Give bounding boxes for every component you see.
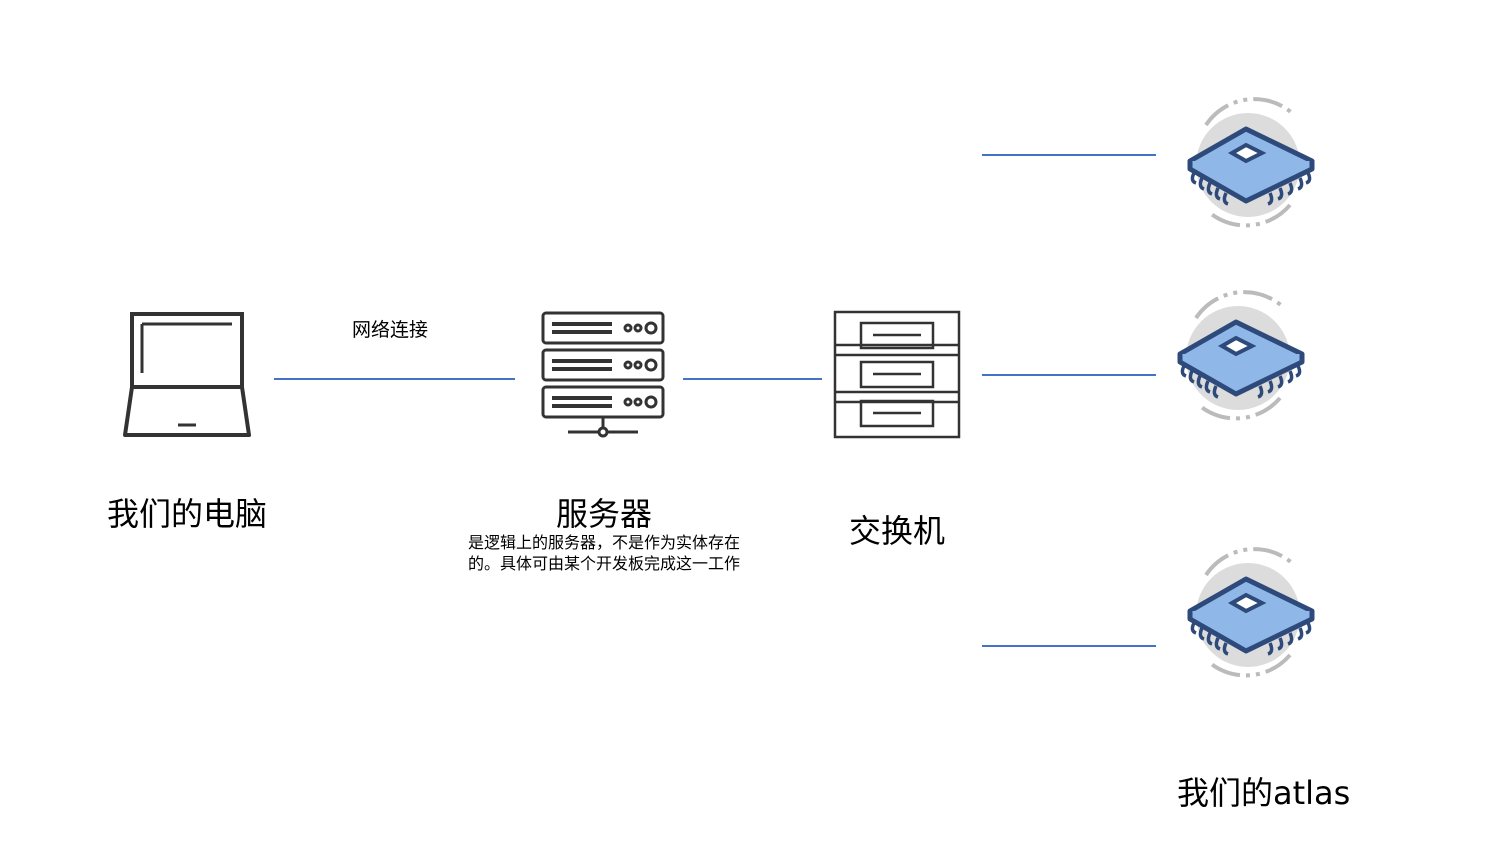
switch-icon [833, 310, 963, 440]
switch-label: 交换机 [849, 512, 946, 550]
laptop-icon [120, 311, 254, 439]
link-server-switch [683, 378, 822, 380]
chip-icon-1 [1180, 97, 1320, 235]
link-computer-server [274, 378, 515, 380]
chip-icon-3 [1180, 547, 1320, 685]
server-icon [540, 311, 668, 441]
link-switch-atlas-3 [982, 645, 1156, 647]
server-label: 服务器 [556, 495, 653, 533]
link-switch-atlas-1 [982, 154, 1156, 156]
chip-icon-2 [1170, 290, 1310, 428]
atlas-label: 我们的atlas [1177, 774, 1351, 812]
computer-label: 我们的电脑 [107, 495, 268, 533]
server-note: 是逻辑上的服务器，不是作为实体存在的。具体可由某个开发板完成这一工作 [467, 533, 740, 573]
edge-label-network: 网络连接 [352, 319, 429, 341]
link-switch-atlas-2 [982, 374, 1156, 376]
